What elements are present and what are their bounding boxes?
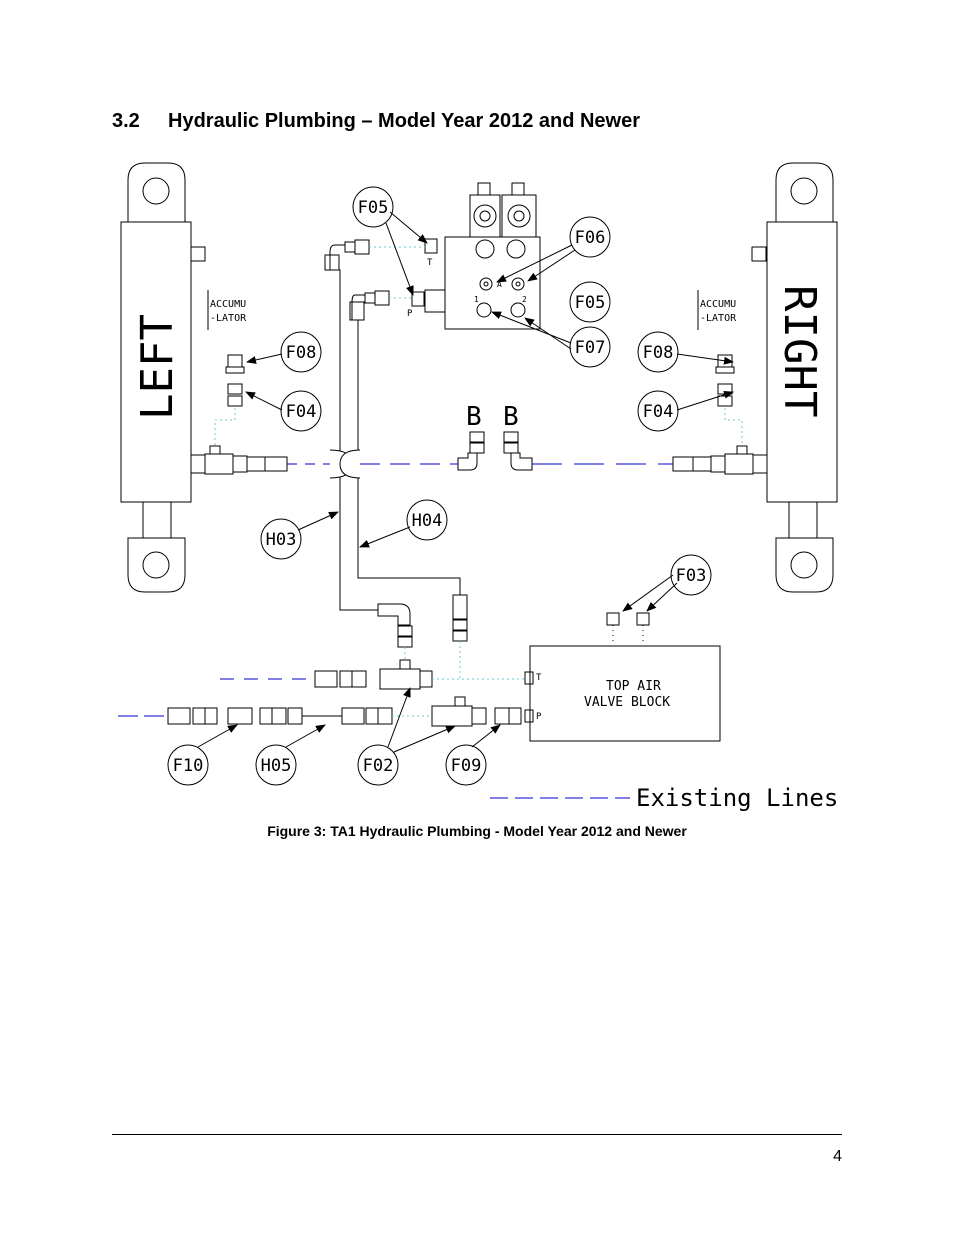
leader-arrows <box>197 211 734 753</box>
callout-f06: F06 <box>575 228 606 248</box>
valve-pilot-lines <box>369 246 425 299</box>
section-heading: 3.2 Hydraulic Plumbing – Model Year 2012 … <box>112 110 640 133</box>
valve-port-p: P <box>407 309 413 319</box>
left-cylinder-label: LEFT <box>132 314 183 420</box>
valve-block-label-line2: VALVE BLOCK <box>584 695 670 710</box>
section-number: 3.2 <box>112 110 140 132</box>
legend-label: Existing Lines <box>636 784 838 812</box>
valve-block-label-line1: TOP AIR <box>606 679 661 694</box>
figure-caption: Figure 3: TA1 Hydraulic Plumbing - Model… <box>267 823 687 839</box>
footer-divider <box>112 1134 842 1135</box>
section-title: Hydraulic Plumbing – Model Year 2012 and… <box>168 110 641 132</box>
page-number: 4 <box>833 1148 842 1165</box>
b-port-left-label: B <box>466 402 482 432</box>
valve-port-1: 1 <box>474 295 479 304</box>
callout-f05-right: F05 <box>575 293 606 313</box>
hoses <box>324 244 461 611</box>
directional-valve <box>424 182 541 330</box>
existing-lines-lower <box>118 678 315 717</box>
hose-crossover <box>329 449 361 479</box>
callout-f02: F02 <box>363 756 394 776</box>
callout-f05-top: F05 <box>358 198 389 218</box>
callout-f04-right: F04 <box>643 402 674 422</box>
right-accumulator-label-top: ACCUMU <box>700 299 736 310</box>
callout-f08-right: F08 <box>643 343 674 363</box>
callout-f03: F03 <box>676 566 707 586</box>
callout-f09: F09 <box>451 756 482 776</box>
right-cylinder-fittings <box>672 445 754 475</box>
valve-port-t: T <box>427 258 433 268</box>
lower-pilot-lines <box>392 641 525 717</box>
b-port-right-label: B <box>503 402 519 432</box>
callout-f10: F10 <box>173 756 204 776</box>
right-cylinder-label: RIGHT <box>774 285 825 417</box>
valve-block-port-t: T <box>536 673 542 683</box>
callout-h04: H04 <box>412 511 443 531</box>
b-port-fittings <box>457 431 533 471</box>
callout-h03: H03 <box>266 530 297 550</box>
left-accumulator-label-bottom: -LATOR <box>210 313 247 324</box>
callout-h05: H05 <box>261 756 292 776</box>
callout-bubbles <box>167 186 712 786</box>
valve-fittings <box>344 238 438 307</box>
valve-block-port-p: P <box>536 712 542 722</box>
callout-f07: F07 <box>575 338 606 358</box>
valve-port-2: 2 <box>522 295 527 304</box>
top-air-valve-block <box>529 645 721 742</box>
left-accumulator-label-top: ACCUMU <box>210 299 246 310</box>
lower-fittings <box>167 594 650 727</box>
valve-block-pilot-dots <box>612 625 644 645</box>
callout-f04-left: F04 <box>286 402 317 422</box>
accumulator-pilot-lines <box>214 408 743 447</box>
valve-port-a: A <box>497 280 502 289</box>
left-cylinder-fittings <box>204 445 288 475</box>
callout-f08-left: F08 <box>286 343 317 363</box>
right-accumulator-label-bottom: -LATOR <box>700 313 737 324</box>
right-cylinder <box>751 162 838 593</box>
